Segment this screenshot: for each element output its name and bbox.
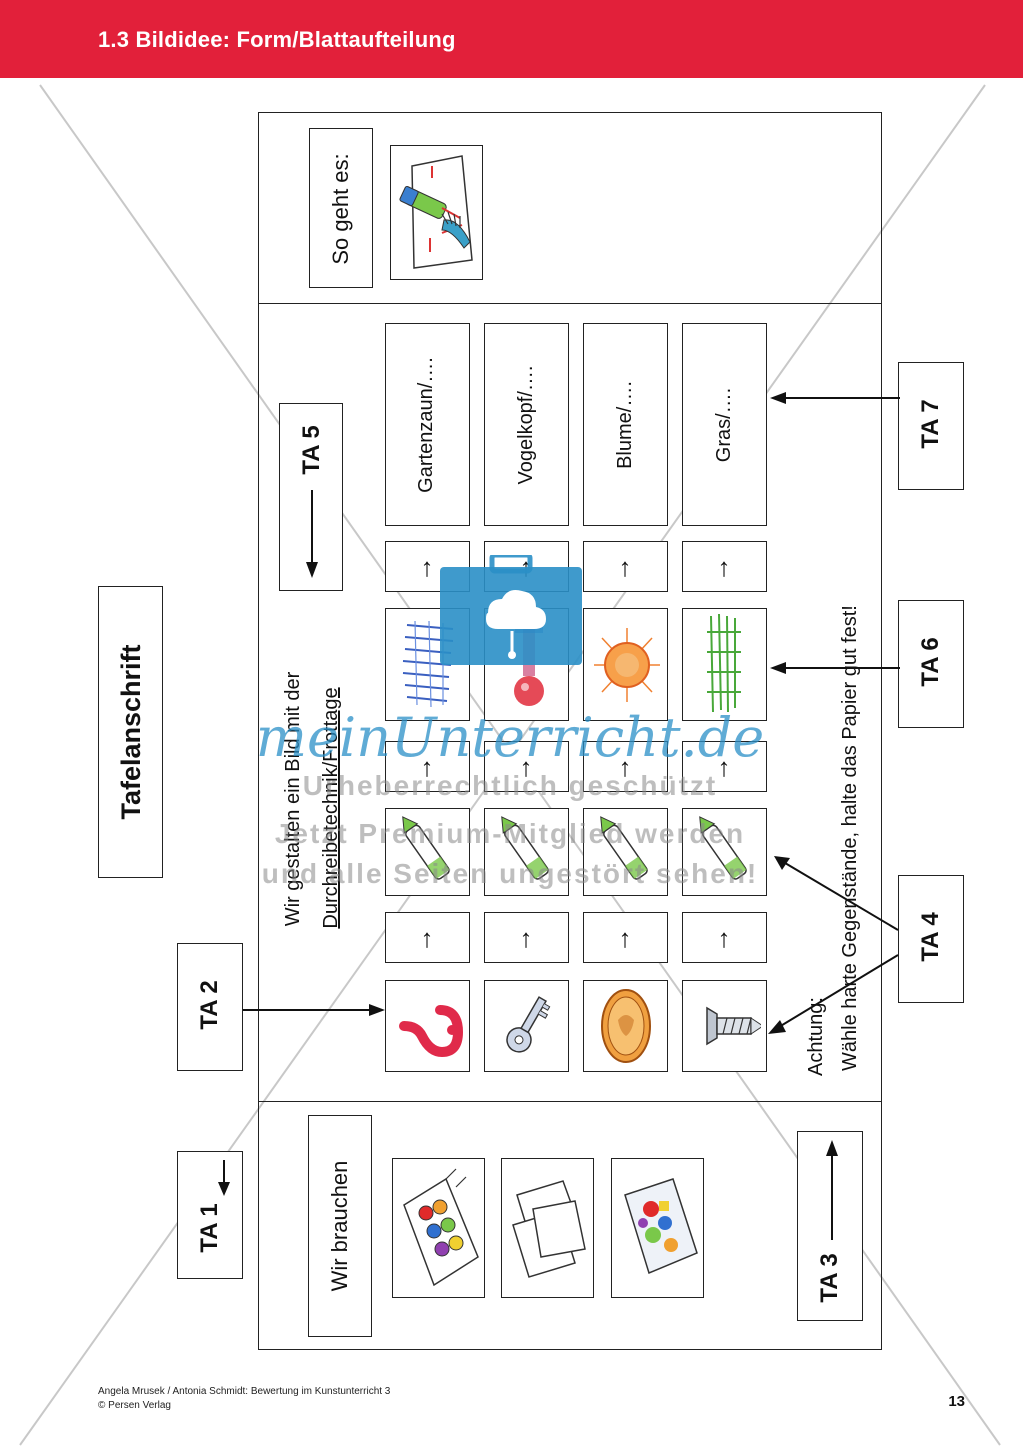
arrow-box-a4 [682,541,767,592]
ta3-arrow-up-icon [826,1140,838,1240]
footer-publisher: © Persen Verlag [98,1400,171,1411]
ta1-arrow-down-icon [218,1160,230,1196]
arrow-c1: ↑ [420,923,434,953]
result-text-2: Vogelkopf/…. [515,365,537,485]
arrow-b4: ↑ [717,752,731,782]
paint-box-icon [403,1168,479,1287]
arrow-a1: ↑ [420,552,434,582]
ta7-box [898,362,964,490]
ta6-arrow-left-icon [770,662,900,674]
ta5-arrow-down-icon [306,490,318,578]
arrow-a2: ↑ [519,552,533,582]
coin-icon [601,989,651,1063]
ta1-label: TA 1 [196,1203,223,1253]
grass-rubbing-icon [707,613,741,713]
board-title: Tafelanschrift [116,644,146,820]
result-text-1: Gartenzaun/…. [415,357,437,493]
footer-credits: Angela Mrusek / Antonia Schmidt: Bewertu… [98,1386,391,1397]
bird-head-rubbing-icon [514,621,544,706]
ta4-pointer-lines [768,856,899,1034]
rubbing-image-4 [682,608,767,721]
arrow-box-b1 [385,741,470,792]
arrow-box-c2 [484,912,569,963]
ta5-label: TA 5 [298,425,325,475]
crayon-icon [402,816,450,880]
result-box-4 [682,323,767,526]
ta4-box [898,875,964,1003]
rubbing-demo-icon [399,155,473,269]
arrow-box-b2 [484,741,569,792]
flower-rubbing-icon [594,628,660,702]
ta1-box [177,1151,243,1279]
intro-line-1: Wir gestalten ein Bild mit der [282,671,304,927]
ta7-arrow-left-icon [770,392,900,404]
ta6-box [898,600,964,728]
arrow-b2: ↑ [519,752,533,782]
question-mark-icon [399,1005,464,1058]
page-title: 1.3 Bildidee: Form/Blattaufteilung [98,27,456,52]
board-title-box [98,586,163,878]
arrow-b3: ↑ [618,752,632,782]
ta7-label: TA 7 [917,399,944,449]
wir-brauchen-box [308,1115,372,1337]
crayon-icon [501,816,549,880]
result-text-3: Blume/…. [614,381,636,469]
result-box-1 [385,323,470,526]
ta2-label: TA 2 [196,980,223,1030]
arrow-c3: ↑ [618,923,632,953]
result-box-2 [484,323,569,526]
header-bar [0,0,1023,78]
ta3-label: TA 3 [816,1253,843,1303]
ta4-label: TA 4 [917,912,944,962]
arrow-a3: ↑ [618,552,632,582]
arrow-box-c3 [583,912,668,963]
screw-icon [706,1006,761,1046]
arrow-box-c4 [682,912,767,963]
objects-box-icon [624,1178,698,1275]
ta3-box [797,1131,863,1321]
page-number: 13 [948,1393,965,1410]
arrow-c4: ↑ [717,923,731,953]
paper-sheets-icon [512,1180,586,1278]
ta2-arrow-right-icon [243,1004,385,1016]
arrow-box-c1 [385,912,470,963]
arrow-box-b3 [583,741,668,792]
arrow-b1: ↑ [420,752,434,782]
fence-rubbing-icon [402,620,454,708]
arrow-box-a3 [583,541,668,592]
intro-line-2: Durchreibetechnik/Frottage [320,687,342,929]
crayon-icon [699,816,747,880]
section-divider-bottom [258,1101,882,1102]
arrow-box-b4 [682,741,767,792]
board-frame [258,112,882,1350]
so-geht-es-box [309,128,373,288]
arrow-a4: ↑ [717,552,731,582]
ta2-box [177,943,243,1071]
ta6-label: TA 6 [917,637,944,687]
so-geht-es-label: So geht es: [328,153,353,265]
arrow-c2: ↑ [519,923,533,953]
result-box-3 [583,323,668,526]
crayon-icon [600,816,648,880]
key-icon [506,996,551,1053]
result-text-4: Gras/…. [713,387,735,463]
section-divider-top [258,303,882,304]
wir-brauchen-label: Wir brauchen [327,1160,352,1292]
